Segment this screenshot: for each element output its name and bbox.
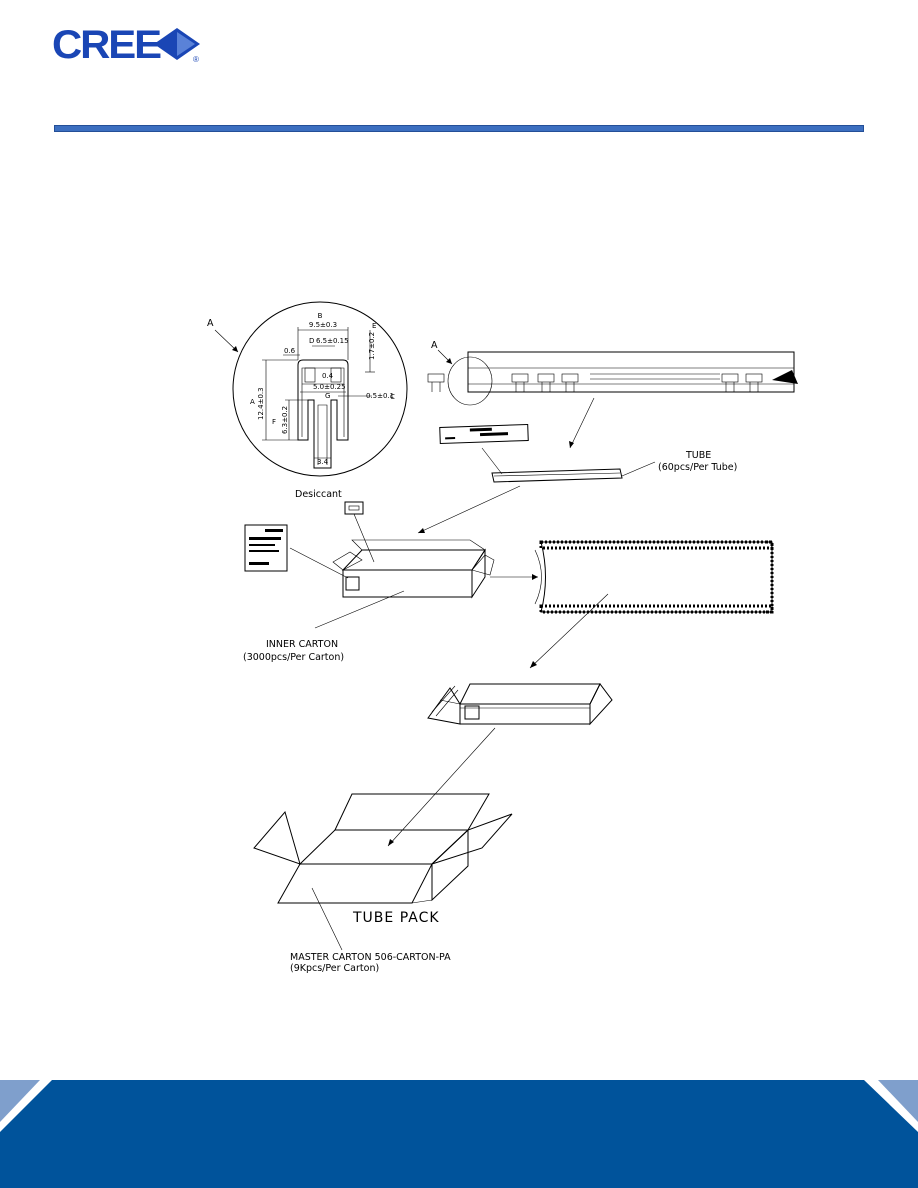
dim-e-value: 1.7±0.2 — [368, 332, 376, 360]
tube-pack-label: TUBE PACK — [352, 910, 440, 926]
cree-logo: CREE ® — [52, 23, 200, 66]
master-carton-qty-label: (9Kpcs/Per Carton) — [290, 963, 379, 974]
desiccant: Desiccant — [295, 489, 375, 563]
dim-g-value: 5.0±0.25 — [313, 383, 346, 391]
desiccant-label: Desiccant — [295, 489, 342, 500]
header-rule — [54, 125, 864, 132]
tube-label-view: TUBE (60pcs/Per Tube) — [417, 423, 737, 534]
dim-a-label: A — [250, 398, 255, 406]
dim-g-label: G — [325, 392, 330, 400]
logo-diamond-icon — [154, 28, 200, 60]
dim-c-label: C — [390, 393, 395, 401]
inner-carton-qty-label: (3000pcs/Per Carton) — [243, 652, 344, 663]
logo-registered-mark: ® — [193, 55, 199, 64]
dim-width-value: 3.4 — [317, 458, 329, 466]
master-carton: TUBE PACK MASTER CARTON 506-CARTON-PA (9… — [253, 793, 513, 974]
dim-d-value: 6.5±0.15 — [316, 337, 349, 345]
dim-06-value: 0.6 — [284, 347, 296, 355]
moisture-bag — [529, 540, 774, 669]
dim-b-value: 9.5±0.3 — [309, 321, 337, 329]
master-carton-label: MASTER CARTON 506-CARTON-PA — [290, 952, 451, 963]
tube-long-view: A — [427, 340, 798, 449]
dim-d-label: D — [309, 337, 314, 345]
inner-carton: INNER CARTON (3000pcs/Per Carton) — [243, 539, 538, 663]
tube-callout-label: A — [431, 340, 438, 351]
dim-f-label: F — [272, 418, 276, 426]
dim-04-value: 0.4 — [322, 372, 334, 380]
detail-callout-label: A — [207, 318, 214, 329]
info-sheet — [244, 524, 349, 579]
inner-carton-label: INNER CARTON — [266, 639, 338, 650]
dim-c-value: 0.5±0.1 — [366, 392, 394, 400]
dim-a-value: 12.4±0.3 — [257, 387, 265, 420]
tube-qty-label: (60pcs/Per Tube) — [658, 462, 737, 473]
sealed-bag — [387, 683, 613, 847]
tube-label: TUBE — [685, 450, 711, 461]
logo-wordmark: CREE — [52, 23, 161, 66]
detail-view-a: A B 9.5±0.3 D 6.5±0.15 E 1.7±0.2 0.6 0.4 — [207, 301, 408, 477]
dim-e-label: E — [372, 322, 376, 330]
dim-b-label: B — [318, 312, 323, 320]
footer-band — [0, 1080, 918, 1188]
dim-f-value: 6.3±0.2 — [281, 406, 289, 434]
